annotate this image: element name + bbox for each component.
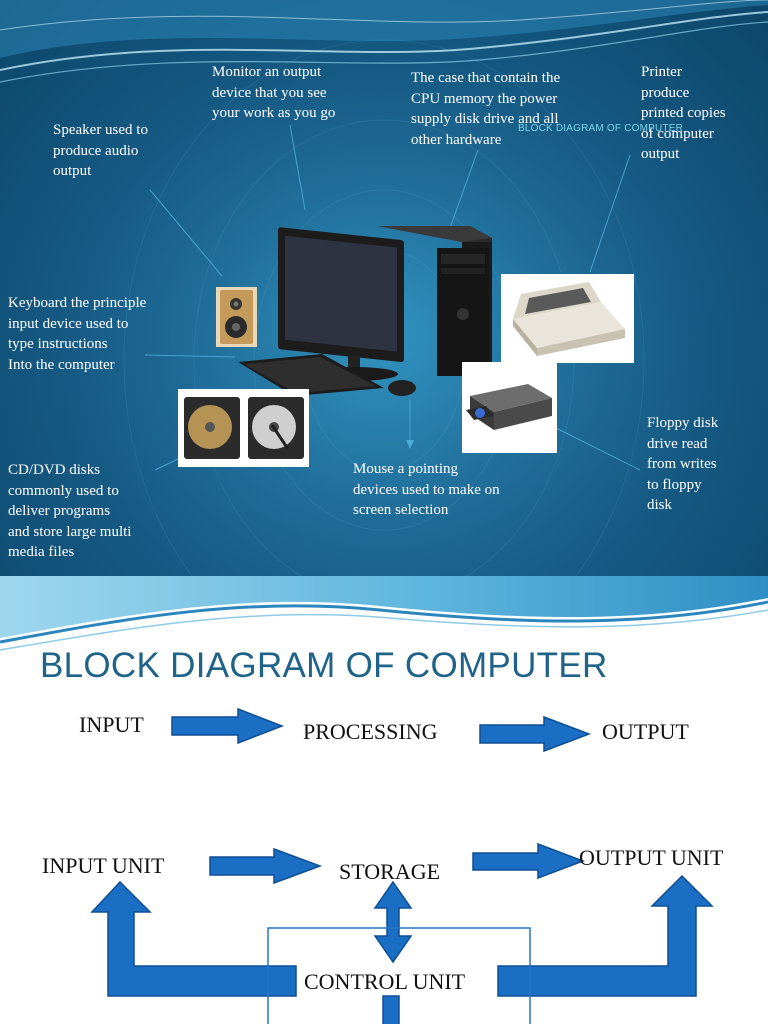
- computer-parts-slide: Monitor an output device that you see yo…: [0, 0, 768, 576]
- floppy-caption: Floppy disk drive read from writes to fl…: [647, 415, 719, 513]
- case-caption: The case that contain the CPU memory the…: [411, 70, 561, 148]
- cd-dvd-disks-image: [178, 389, 309, 467]
- keyboard-icon: [238, 354, 384, 396]
- arrow-input-to-processing: [171, 707, 285, 745]
- output-label: OUTPUT: [602, 719, 689, 744]
- processing-label: PROCESSING: [303, 719, 438, 744]
- output-unit-label: OUTPUT UNIT: [579, 845, 724, 870]
- monitor-caption: Monitor an output device that you see yo…: [212, 64, 336, 121]
- arrow-control-down: [382, 995, 400, 1024]
- arrow-control-to-outputunit: [497, 874, 714, 997]
- arrow-inputunit-to-storage: [209, 847, 323, 885]
- background-waves: [0, 0, 768, 576]
- block-diagram-slide: BLOCK DIAGRAM OF COMPUTER INPUT PROCESSI…: [0, 576, 768, 1024]
- arrow-storage-to-outputunit: [472, 842, 586, 880]
- mouse-icon: [388, 380, 416, 396]
- printer-caption: Printer produce printed copies of comput…: [641, 64, 726, 162]
- monitor-icon: [278, 227, 404, 381]
- control-unit-box: [267, 927, 531, 1024]
- input-label: INPUT: [79, 712, 144, 737]
- slide-title: BLOCK DIAGRAM OF COMPUTER: [40, 646, 608, 685]
- arrow-control-to-inputunit: [90, 880, 297, 997]
- control-unit-label: CONTROL UNIT: [302, 969, 468, 995]
- keyboard-caption: Keyboard the principle input device used…: [8, 295, 147, 373]
- speaker-caption: Speaker used to produce audio output: [53, 122, 148, 179]
- cd-dvd-caption: CD/DVD disks commonly used to deliver pr…: [8, 462, 132, 560]
- computer-case-icon: [378, 226, 492, 380]
- slide1-overlay-title: BLOCK DIAGRAM OF COMPUTER: [518, 123, 684, 134]
- speaker-image: [216, 287, 257, 347]
- desktop-computer-image: [238, 226, 492, 396]
- arrow-processing-to-output: [479, 715, 592, 753]
- printer-image: [501, 274, 634, 363]
- arrow-storage-control-bidirectional: [373, 880, 413, 964]
- storage-label: STORAGE: [339, 859, 441, 884]
- floppy-disk-drive-image: [462, 362, 557, 453]
- header-wave: [0, 576, 768, 651]
- mouse-caption: Mouse a pointing devices used to make on…: [353, 461, 500, 518]
- block-diagram-arrows: [90, 707, 714, 1024]
- input-unit-label: INPUT UNIT: [42, 853, 165, 878]
